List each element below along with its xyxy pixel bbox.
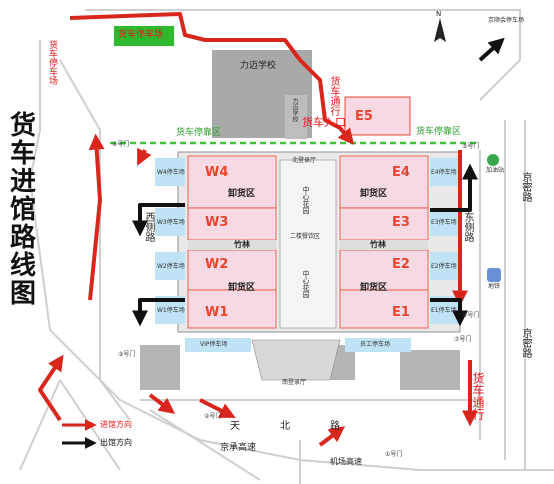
bamboo-w: 竹林 bbox=[234, 240, 250, 249]
entry-routes bbox=[38, 12, 478, 447]
lot-vip bbox=[185, 338, 251, 352]
truck-parking-top bbox=[114, 26, 174, 46]
lot-e2-label: E2停车场 bbox=[431, 263, 457, 270]
bamboo-strip-e bbox=[340, 240, 428, 250]
lot-w1-label: W1停车场 bbox=[157, 307, 185, 314]
hall-label-w1: W1 bbox=[205, 305, 229, 320]
hall-label-e2: E2 bbox=[392, 257, 410, 272]
lot-e3-label: E3停车场 bbox=[431, 219, 457, 226]
north-hall-label: 北登录厅 bbox=[292, 157, 317, 164]
subway-icon bbox=[487, 268, 501, 282]
lot-e4-label: E4停车场 bbox=[431, 169, 457, 176]
truck-entrance-label: 货车入口 bbox=[302, 116, 346, 129]
hall-label-e4: E4 bbox=[392, 165, 410, 180]
hall-w3 bbox=[187, 207, 277, 241]
gate-4: ④号门 bbox=[112, 141, 130, 148]
south-hall-label: 南登录厅 bbox=[282, 379, 307, 386]
tianbei-road-label: 天北路 bbox=[230, 421, 380, 432]
lot-e4 bbox=[430, 158, 458, 186]
center-spine bbox=[279, 159, 337, 329]
hall-label-w4: W4 bbox=[205, 165, 229, 180]
truck-stop-left-label: 货车停靠区 bbox=[176, 128, 222, 138]
gate-6: ⑥号门 bbox=[462, 312, 480, 319]
west-road-label: 西侧路 bbox=[143, 212, 154, 242]
center-2f: 二楼餐饮区 bbox=[290, 233, 321, 240]
truck-road-right-label: 货车通行 bbox=[471, 372, 485, 420]
bamboo-e: 竹林 bbox=[370, 240, 386, 249]
center-garden-s: 中心花园 bbox=[302, 270, 310, 298]
unload-zone-e4: 卸货区 bbox=[360, 189, 388, 199]
truck-road-top-label: 货车通行 bbox=[328, 76, 339, 116]
unload-zone-e1: 卸货区 bbox=[360, 283, 388, 293]
south-hall bbox=[251, 339, 341, 381]
lower-right-block bbox=[400, 350, 460, 390]
school-side-label: 力迈学校 bbox=[291, 98, 298, 122]
lower-left-block bbox=[140, 345, 180, 390]
hall-label-e5: E5 bbox=[355, 109, 373, 124]
lot-w2 bbox=[155, 252, 185, 280]
unload-zone-w1: 卸货区 bbox=[228, 283, 256, 293]
jingmi-road-2: 京密路 bbox=[520, 328, 531, 358]
exit-routes bbox=[132, 37, 505, 327]
lot-e3 bbox=[430, 208, 458, 236]
compass-icon: N bbox=[434, 10, 446, 42]
hall-label-w3: W3 bbox=[205, 215, 229, 230]
gate-2: ②号门 bbox=[204, 413, 222, 420]
hall-w4 bbox=[187, 155, 277, 209]
gate-1: ①号门 bbox=[385, 451, 403, 458]
bamboo-strip-w bbox=[188, 240, 276, 250]
hall-e1 bbox=[339, 289, 429, 329]
gate-5: ⑤号门 bbox=[462, 143, 480, 150]
jingcheng-label: 京承高速 bbox=[220, 443, 257, 453]
svg-text:N: N bbox=[436, 10, 441, 18]
truck-parking-top-label: 货车停车场 bbox=[118, 30, 164, 40]
page-title: 货车进馆路线图 bbox=[9, 111, 36, 309]
truck-parking-left-label: 货车停车场 bbox=[47, 40, 57, 85]
top-right-road-label: 京顺会停车场 bbox=[488, 17, 525, 24]
gate-7: ⑦号门 bbox=[454, 336, 472, 343]
center-garden-n: 中心花园 bbox=[302, 186, 310, 214]
vip-parking-label: VIP停车场 bbox=[200, 341, 228, 348]
hall-label-e1: E1 bbox=[392, 305, 410, 320]
legend-entry-label: 进馆方向 bbox=[100, 420, 132, 429]
lot-e2 bbox=[430, 252, 458, 280]
hall-w1 bbox=[187, 289, 277, 329]
legend-exit-label: 出馆方向 bbox=[100, 438, 132, 447]
truck-stop-right-label: 货车停靠区 bbox=[416, 127, 462, 137]
road-network bbox=[19, 9, 554, 484]
lot-w2-label: W2停车场 bbox=[157, 263, 185, 270]
lot-w3 bbox=[155, 208, 185, 236]
hall-e2 bbox=[339, 249, 429, 291]
lot-w4-label: W4停车场 bbox=[157, 169, 185, 176]
hall-w2 bbox=[187, 249, 277, 291]
school-label: 力迈学校 bbox=[240, 61, 277, 71]
gas-station-label: 加油站 bbox=[486, 167, 505, 174]
hall-e5 bbox=[344, 96, 411, 136]
school-side-building bbox=[285, 95, 307, 139]
lot-staff bbox=[345, 338, 411, 352]
lot-w3-label: W3停车场 bbox=[157, 219, 185, 226]
lot-w4 bbox=[155, 158, 185, 186]
unload-zone-w4: 卸货区 bbox=[228, 189, 256, 199]
lot-e1-label: E1停车场 bbox=[431, 307, 457, 314]
airport-label: 机场高速 bbox=[330, 457, 362, 466]
gate-3: ③号门 bbox=[118, 351, 136, 358]
legend bbox=[62, 419, 97, 449]
hall-e3 bbox=[339, 207, 429, 241]
subway-label: 地铁 bbox=[488, 283, 501, 290]
jingmi-road-1: 京密路 bbox=[520, 172, 531, 202]
hall-label-e3: E3 bbox=[392, 215, 410, 230]
east-road-label: 东侧路 bbox=[462, 212, 473, 242]
staff-parking-label: 员工停车场 bbox=[360, 341, 391, 348]
hall-label-w2: W2 bbox=[205, 257, 229, 272]
hall-e4 bbox=[339, 155, 429, 209]
gas-station-icon bbox=[487, 154, 499, 166]
